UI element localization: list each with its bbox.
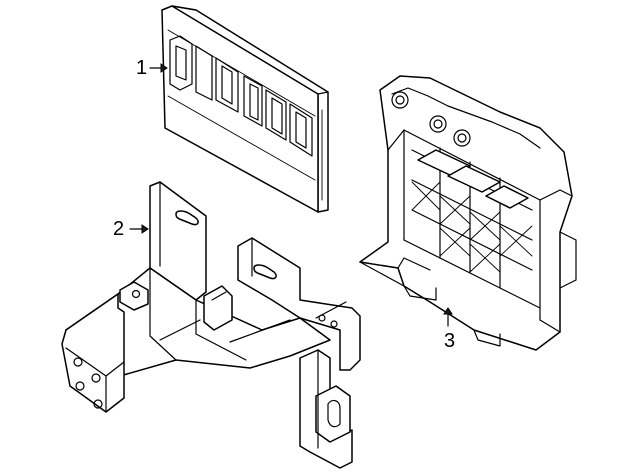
part-3-housing[interactable] xyxy=(359,75,577,351)
callout-3-label: 3 xyxy=(444,330,456,352)
callout-2-label: 2 xyxy=(113,218,125,240)
part-2-bracket[interactable] xyxy=(61,181,361,469)
part-1-module[interactable] xyxy=(149,5,329,213)
callout-1-label: 1 xyxy=(136,57,148,79)
